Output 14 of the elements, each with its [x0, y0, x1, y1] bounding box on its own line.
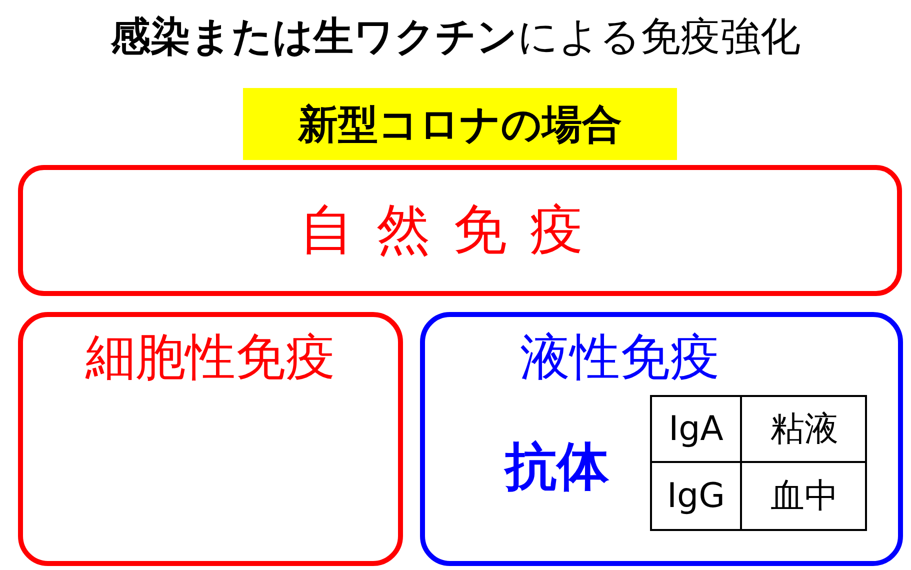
title: 感染または生ワクチンによる免疫強化	[110, 13, 802, 62]
box-heading: 細胞性免疫	[84, 327, 336, 388]
rounded-box	[420, 312, 903, 566]
rounded-box	[18, 165, 902, 296]
table-cell: IgG	[652, 463, 742, 529]
rounded-box	[18, 312, 403, 566]
box-heading: 液性免疫	[519, 327, 721, 388]
subtitle: 新型コロナの場合	[296, 100, 623, 150]
antibody-label: 抗体	[505, 436, 609, 499]
box-heading: 自然免疫	[298, 198, 608, 262]
table-cell: 粘液	[742, 397, 867, 463]
table-cell: IgA	[652, 397, 742, 463]
table-cell-text: 血中	[770, 475, 840, 518]
highlight-band	[243, 88, 677, 160]
